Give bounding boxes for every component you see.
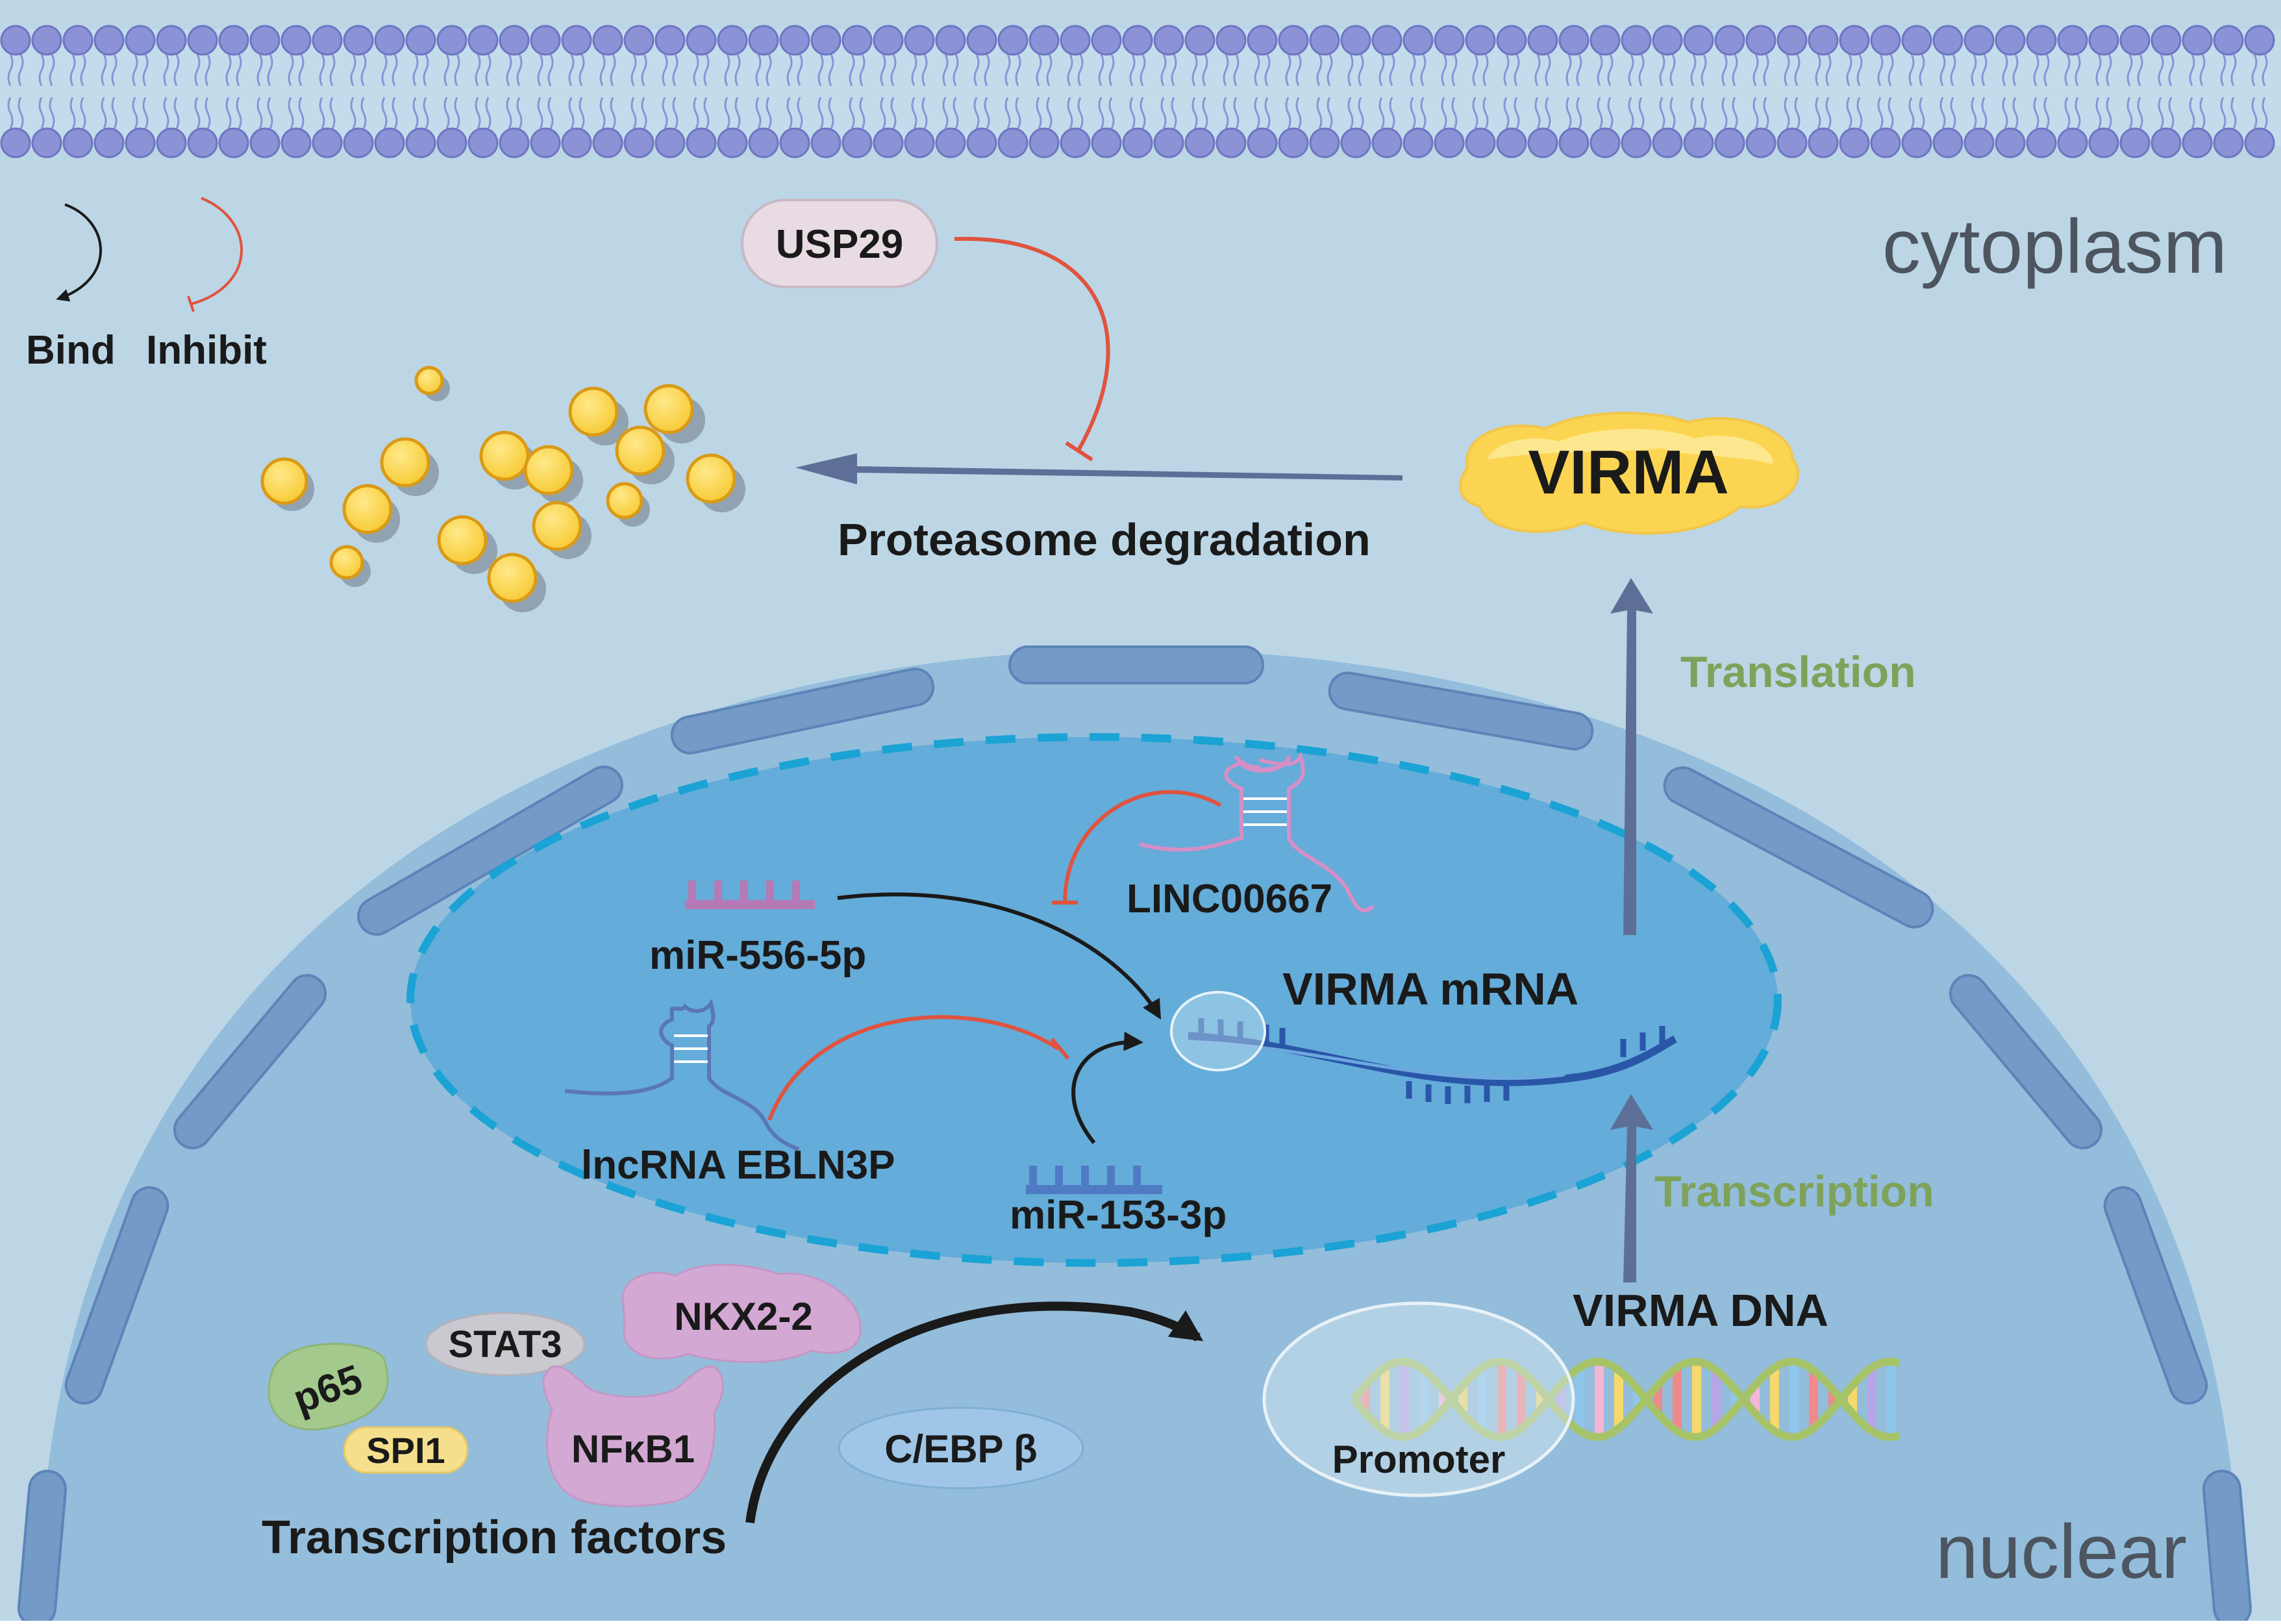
transcription-factors-label: Transcription factors — [262, 1512, 727, 1564]
linc00667-inhibits-mir556-arrow — [1052, 790, 1222, 905]
mir153-label: miR-153-3p — [1010, 1193, 1227, 1238]
legend-bind-label: Bind — [26, 328, 116, 373]
proteasome-degradation-label: Proteasome degradation — [838, 514, 1371, 565]
eblnp-inhibits-mir153-arrow — [767, 1015, 1070, 1121]
mir556-label: miR-556-5p — [649, 933, 866, 978]
nkx22-node: NKX2-2 — [621, 1264, 862, 1363]
bind-legend-icon — [56, 203, 102, 302]
stat3-node: STAT3 — [425, 1312, 586, 1377]
linc00667-rna — [1139, 751, 1375, 913]
nkx22-label: NKX2-2 — [674, 1295, 812, 1338]
mir556-binds-mrna-arrow — [837, 892, 1162, 1020]
tf-bind-promoter-arrow — [745, 1301, 1204, 1523]
proteasome-degradation-arrow — [795, 453, 1402, 484]
promoter-label: Promoter — [1332, 1438, 1506, 1481]
mir153-binds-mrna-arrow — [1071, 1031, 1143, 1144]
binding-site-highlight — [1170, 991, 1266, 1071]
spi1-node: SPI1 — [343, 1426, 469, 1474]
cebpb-label: C/EBP β — [884, 1427, 1038, 1471]
translation-arrow — [1610, 578, 1653, 935]
degraded-protein-fragments — [260, 366, 745, 612]
usp29-node: USP29 — [741, 199, 938, 288]
promoter-region — [1262, 1301, 1575, 1497]
cebpb-node: C/EBP β — [838, 1406, 1084, 1490]
mir556-rna — [685, 881, 815, 909]
nuclear-label: nuclear — [1936, 1509, 2187, 1595]
eblnp-rna — [564, 998, 800, 1151]
stat3-label: STAT3 — [448, 1323, 562, 1366]
transcription-label: Transcription — [1654, 1167, 1934, 1216]
translation-label: Translation — [1680, 647, 1916, 697]
transcription-arrow — [1610, 1094, 1653, 1282]
virma-dna-label: VIRMA DNA — [1573, 1285, 1828, 1336]
spi1-label: SPI1 — [366, 1430, 445, 1471]
virma-mrna — [1170, 991, 1677, 1104]
cytoplasm-label: cytoplasm — [1882, 204, 2227, 290]
transcription-factors: STAT3 NKX2-2 p65 SPI1 NFκB1 C/EBP β Tran… — [262, 1264, 1084, 1564]
mir153-rna — [1026, 1166, 1162, 1194]
virma-mrna-label: VIRMA mRNA — [1282, 964, 1578, 1014]
virma-protein: VIRMA — [1459, 412, 1799, 535]
eblnp-label: lncRNA EBLN3P — [581, 1143, 895, 1188]
inhibit-legend-icon — [187, 197, 243, 312]
virma-label: VIRMA — [1528, 438, 1728, 507]
nfkb1-node: NFκB1 — [542, 1365, 724, 1507]
linc00667-label: LINC00667 — [1127, 877, 1332, 921]
nfkb1-label: NFκB1 — [571, 1427, 695, 1471]
p65-node: p65 — [268, 1343, 389, 1430]
nuclear-envelope-pores — [17, 645, 2252, 1624]
usp29-inhibits-degradation-arrow — [954, 236, 1110, 462]
virma-dna — [1351, 1357, 1901, 1442]
cell-membrane — [0, 25, 2281, 158]
nucleolus — [406, 733, 1782, 1267]
legend: Bind Inhibit — [26, 197, 267, 373]
usp29-label: USP29 — [776, 222, 903, 267]
legend-inhibit-label: Inhibit — [146, 328, 267, 373]
